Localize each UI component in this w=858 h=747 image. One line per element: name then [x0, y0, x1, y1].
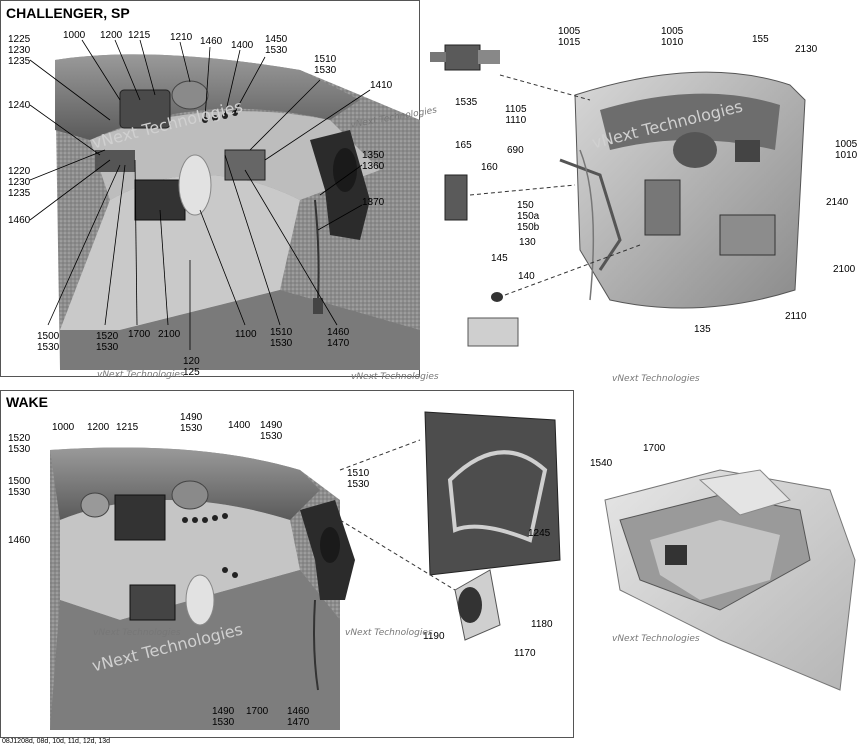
callout-1370: 1370 [362, 197, 385, 208]
callout-1100: 1100 [235, 329, 257, 340]
callout-1520-wake: 1520 1530 [8, 433, 31, 455]
callout-1410: 1410 [370, 80, 393, 91]
callout-1500-top: 1500 1530 [37, 331, 60, 353]
callout-1450: 1450 1530 [265, 34, 288, 56]
callout-1005-1010-top: 1005 1010 [661, 26, 684, 48]
callout-165: 165 [455, 140, 472, 151]
callout-1000-wake: 1000 [52, 422, 75, 433]
callout-1520-top: 1520 1530 [96, 331, 119, 353]
callout-1700-wake: 1700 [246, 706, 269, 717]
callout-160: 160 [481, 162, 498, 173]
callout-2140: 2140 [826, 197, 849, 208]
panel-title-challenger: CHALLENGER, SP [6, 5, 130, 21]
callout-2100-right: 2100 [833, 264, 856, 275]
callout-1225: 1225 1230 1235 [8, 34, 31, 67]
callout-1220: 1220 1230 1235 [8, 166, 31, 199]
callout-1215-wake: 1215 [116, 422, 139, 433]
callout-1400-top: 1400 [231, 40, 254, 51]
callout-1190: 1190 [423, 631, 445, 642]
callout-1490-wake-right: 1490 1530 [260, 420, 283, 442]
callout-1400-wake: 1400 [228, 420, 251, 431]
callout-1460-wake: 1460 [8, 535, 31, 546]
callout-145: 145 [491, 253, 508, 264]
callout-1215: 1215 [128, 30, 151, 41]
callout-1240: 1240 [8, 100, 31, 111]
callout-1200: 1200 [100, 30, 123, 41]
callout-1000: 1000 [63, 30, 86, 41]
callout-1700-compartment: 1700 [643, 443, 666, 454]
callout-1350: 1350 1360 [362, 150, 385, 172]
callout-1460-top: 1460 [200, 36, 223, 47]
callout-1180: 1180 [531, 619, 553, 630]
wake-dashboard-drawing [50, 411, 561, 730]
watermark-5: vNext Technologies [93, 628, 181, 638]
watermark-3: vNext Technologies [351, 372, 439, 382]
callout-155: 155 [752, 34, 769, 45]
callout-1510-top: 1510 1530 [314, 54, 337, 76]
leader-lines [29, 39, 371, 350]
challenger-dashboard-drawing [55, 54, 420, 370]
callout-2130: 2130 [795, 44, 818, 55]
callout-1490-wake-top: 1490 1530 [180, 412, 203, 434]
callout-1005-1010-right: 1005 1010 [835, 139, 858, 161]
callout-2110: 2110 [785, 311, 807, 322]
watermark-2: vNext Technologies [97, 370, 185, 380]
callout-1490-wake-bottom: 1490 1530 [212, 706, 235, 728]
drawing-reference-footer: 08J1208d, 08d, 10d, 11d, 12d, 13d [2, 738, 111, 745]
storage-compartment-drawing [604, 469, 856, 691]
callout-1460-wake-bottom: 1460 1470 [287, 706, 310, 728]
callout-690: 690 [507, 145, 524, 156]
callout-1700-top: 1700 [128, 329, 151, 340]
callout-1535: 1535 [455, 97, 478, 108]
callout-1510-wake: 1510 1530 [347, 468, 370, 490]
callout-120: 120 125 [183, 356, 200, 378]
callout-2100-top: 2100 [158, 329, 181, 340]
callout-1005-1015: 1005 1015 [558, 26, 581, 48]
console-electrical-drawing [430, 44, 806, 347]
callout-1540: 1540 [590, 458, 613, 469]
callout-1500-wake: 1500 1530 [8, 476, 31, 498]
callout-1245: 1245 [528, 528, 551, 539]
callout-1460-left: 1460 [8, 215, 31, 226]
panel-title-wake: WAKE [6, 394, 48, 410]
callout-135: 135 [694, 324, 711, 335]
callout-150: 150 150a 150b [517, 200, 540, 233]
callout-1210: 1210 [170, 32, 193, 43]
callout-130: 130 [519, 237, 536, 248]
callout-140: 140 [518, 271, 535, 282]
callout-1510-bottom: 1510 1530 [270, 327, 293, 349]
callout-1200-wake: 1200 [87, 422, 110, 433]
callout-1460-bottom: 1460 1470 [327, 327, 350, 349]
callout-1170: 1170 [514, 648, 536, 659]
watermark-7: vNext Technologies [612, 634, 700, 644]
callout-1105: 1105 1110 [505, 104, 527, 126]
watermark-6: vNext Technologies [345, 628, 433, 638]
watermark-4: vNext Technologies [612, 374, 700, 384]
